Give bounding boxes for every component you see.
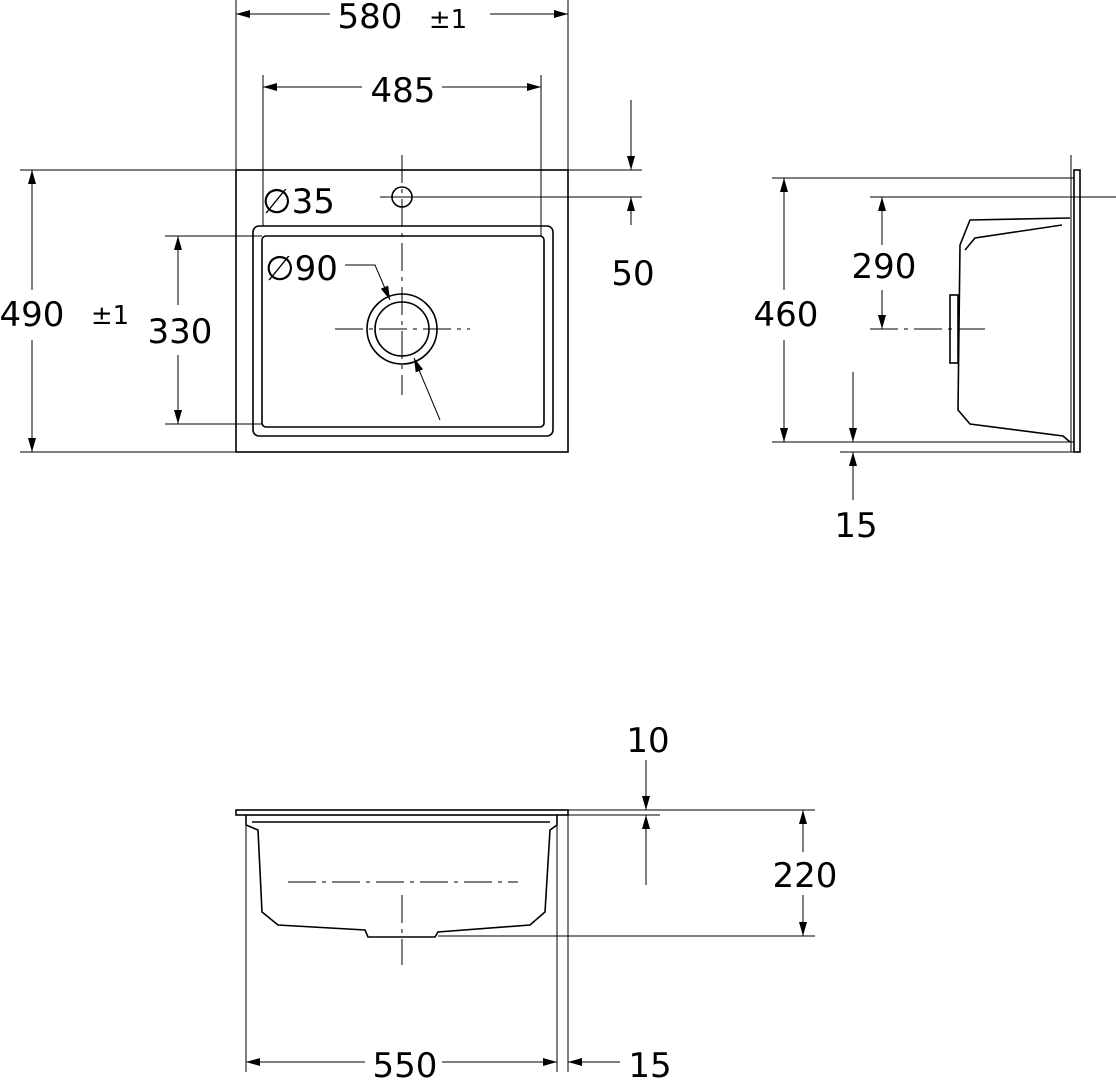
dim-width: 580 — [338, 0, 403, 37]
front-plate — [235, 809, 569, 816]
dim-bowl-depth: 330 — [148, 312, 213, 352]
dim-rim-thickness: 10 — [626, 721, 669, 761]
dim-bowl-length: 460 — [754, 295, 819, 335]
bowl-inner — [261, 235, 545, 428]
side-bowl-profile — [957, 217, 1071, 443]
dim-drain-offset: 290 — [852, 247, 917, 287]
dim-width-tol: ±1 — [429, 5, 467, 35]
dim-depth: 490 — [0, 295, 64, 335]
top-view: 580 ±1 485 490 ±1 330 50 ∅35 ∅90 — [0, 0, 655, 453]
dim-rim: 15 — [834, 506, 877, 546]
dim-bowl-height: 220 — [773, 856, 838, 896]
dim-bowl-width: 550 — [373, 1046, 438, 1080]
bowl-outer — [252, 225, 554, 437]
label-drain: ∅90 — [265, 249, 338, 289]
dim-tap-offset: 50 — [611, 254, 654, 294]
dim-depth-tol: ±1 — [91, 301, 129, 331]
dim-edge: 15 — [628, 1046, 671, 1080]
dim-inner-width: 485 — [371, 71, 436, 111]
side-view: 460 290 15 — [754, 155, 1116, 546]
side-plate — [1073, 169, 1081, 453]
label-tap-hole: ∅35 — [262, 182, 335, 222]
front-bowl-profile — [245, 815, 558, 938]
front-view: 550 15 10 220 — [235, 721, 838, 1080]
